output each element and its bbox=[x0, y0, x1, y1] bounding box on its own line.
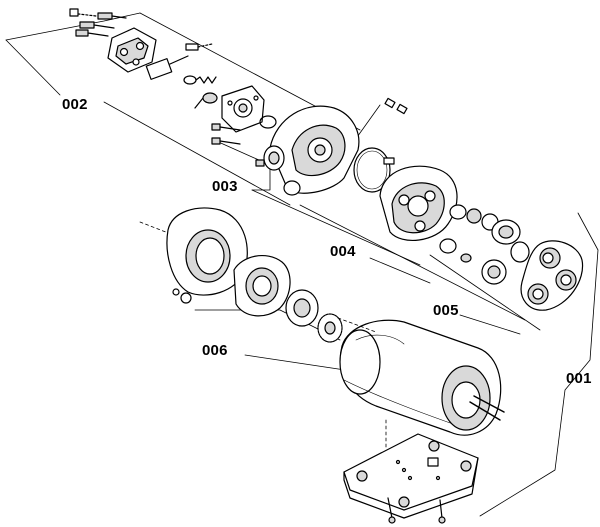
switch-plate bbox=[107, 27, 157, 73]
screw-1 bbox=[69, 8, 97, 17]
bracket-006-lower bbox=[244, 354, 346, 371]
screw-3 bbox=[79, 21, 115, 29]
small-fitting bbox=[185, 43, 213, 51]
part-label-003: 003 bbox=[212, 178, 238, 195]
part-label-004: 004 bbox=[330, 243, 356, 260]
o-ring-large bbox=[353, 147, 391, 193]
assembly-004-valve bbox=[379, 97, 499, 241]
bracket-002-lower bbox=[103, 101, 291, 206]
check-valves bbox=[449, 204, 499, 231]
bracket-002 bbox=[5, 12, 141, 41]
bracket-005-upper bbox=[429, 254, 541, 331]
bracket-002-diagonal bbox=[5, 39, 61, 96]
screw-5 bbox=[211, 123, 241, 131]
assembly-001-motor bbox=[337, 317, 505, 436]
screw-7 bbox=[255, 159, 265, 167]
screw-2 bbox=[97, 12, 127, 20]
assembly-003-housing bbox=[255, 105, 391, 196]
screw-8 bbox=[387, 497, 396, 524]
plunger-spring bbox=[183, 75, 218, 109]
pressure-switch bbox=[145, 55, 189, 80]
bracket-004-upper bbox=[299, 204, 526, 321]
part-label-001: 001 bbox=[566, 370, 592, 387]
bracket-004-diag bbox=[354, 104, 381, 141]
screw-9 bbox=[438, 499, 446, 524]
bracket-005-lower bbox=[459, 314, 521, 335]
assembly-005-pistons bbox=[439, 219, 584, 311]
bracket-004-lower bbox=[369, 257, 431, 284]
screw-6 bbox=[211, 137, 241, 145]
valve-clips bbox=[384, 97, 408, 115]
base-screws bbox=[387, 497, 446, 524]
part-label-005: 005 bbox=[433, 302, 459, 319]
o-ring-small bbox=[259, 115, 277, 129]
bracket-003 bbox=[213, 139, 271, 191]
bracket-003-lower bbox=[251, 189, 421, 266]
part-label-006: 006 bbox=[202, 342, 228, 359]
bracket-001 bbox=[479, 212, 599, 517]
screw-4 bbox=[75, 29, 109, 37]
valve-clip-small bbox=[383, 157, 395, 165]
switch-housing-plate bbox=[221, 85, 265, 133]
part-label-002: 002 bbox=[62, 96, 88, 113]
group-boundary-lines bbox=[5, 12, 599, 517]
assembly-002-parts bbox=[69, 8, 277, 145]
base-plate bbox=[343, 419, 479, 519]
assembly-006-front-housing bbox=[139, 207, 343, 343]
